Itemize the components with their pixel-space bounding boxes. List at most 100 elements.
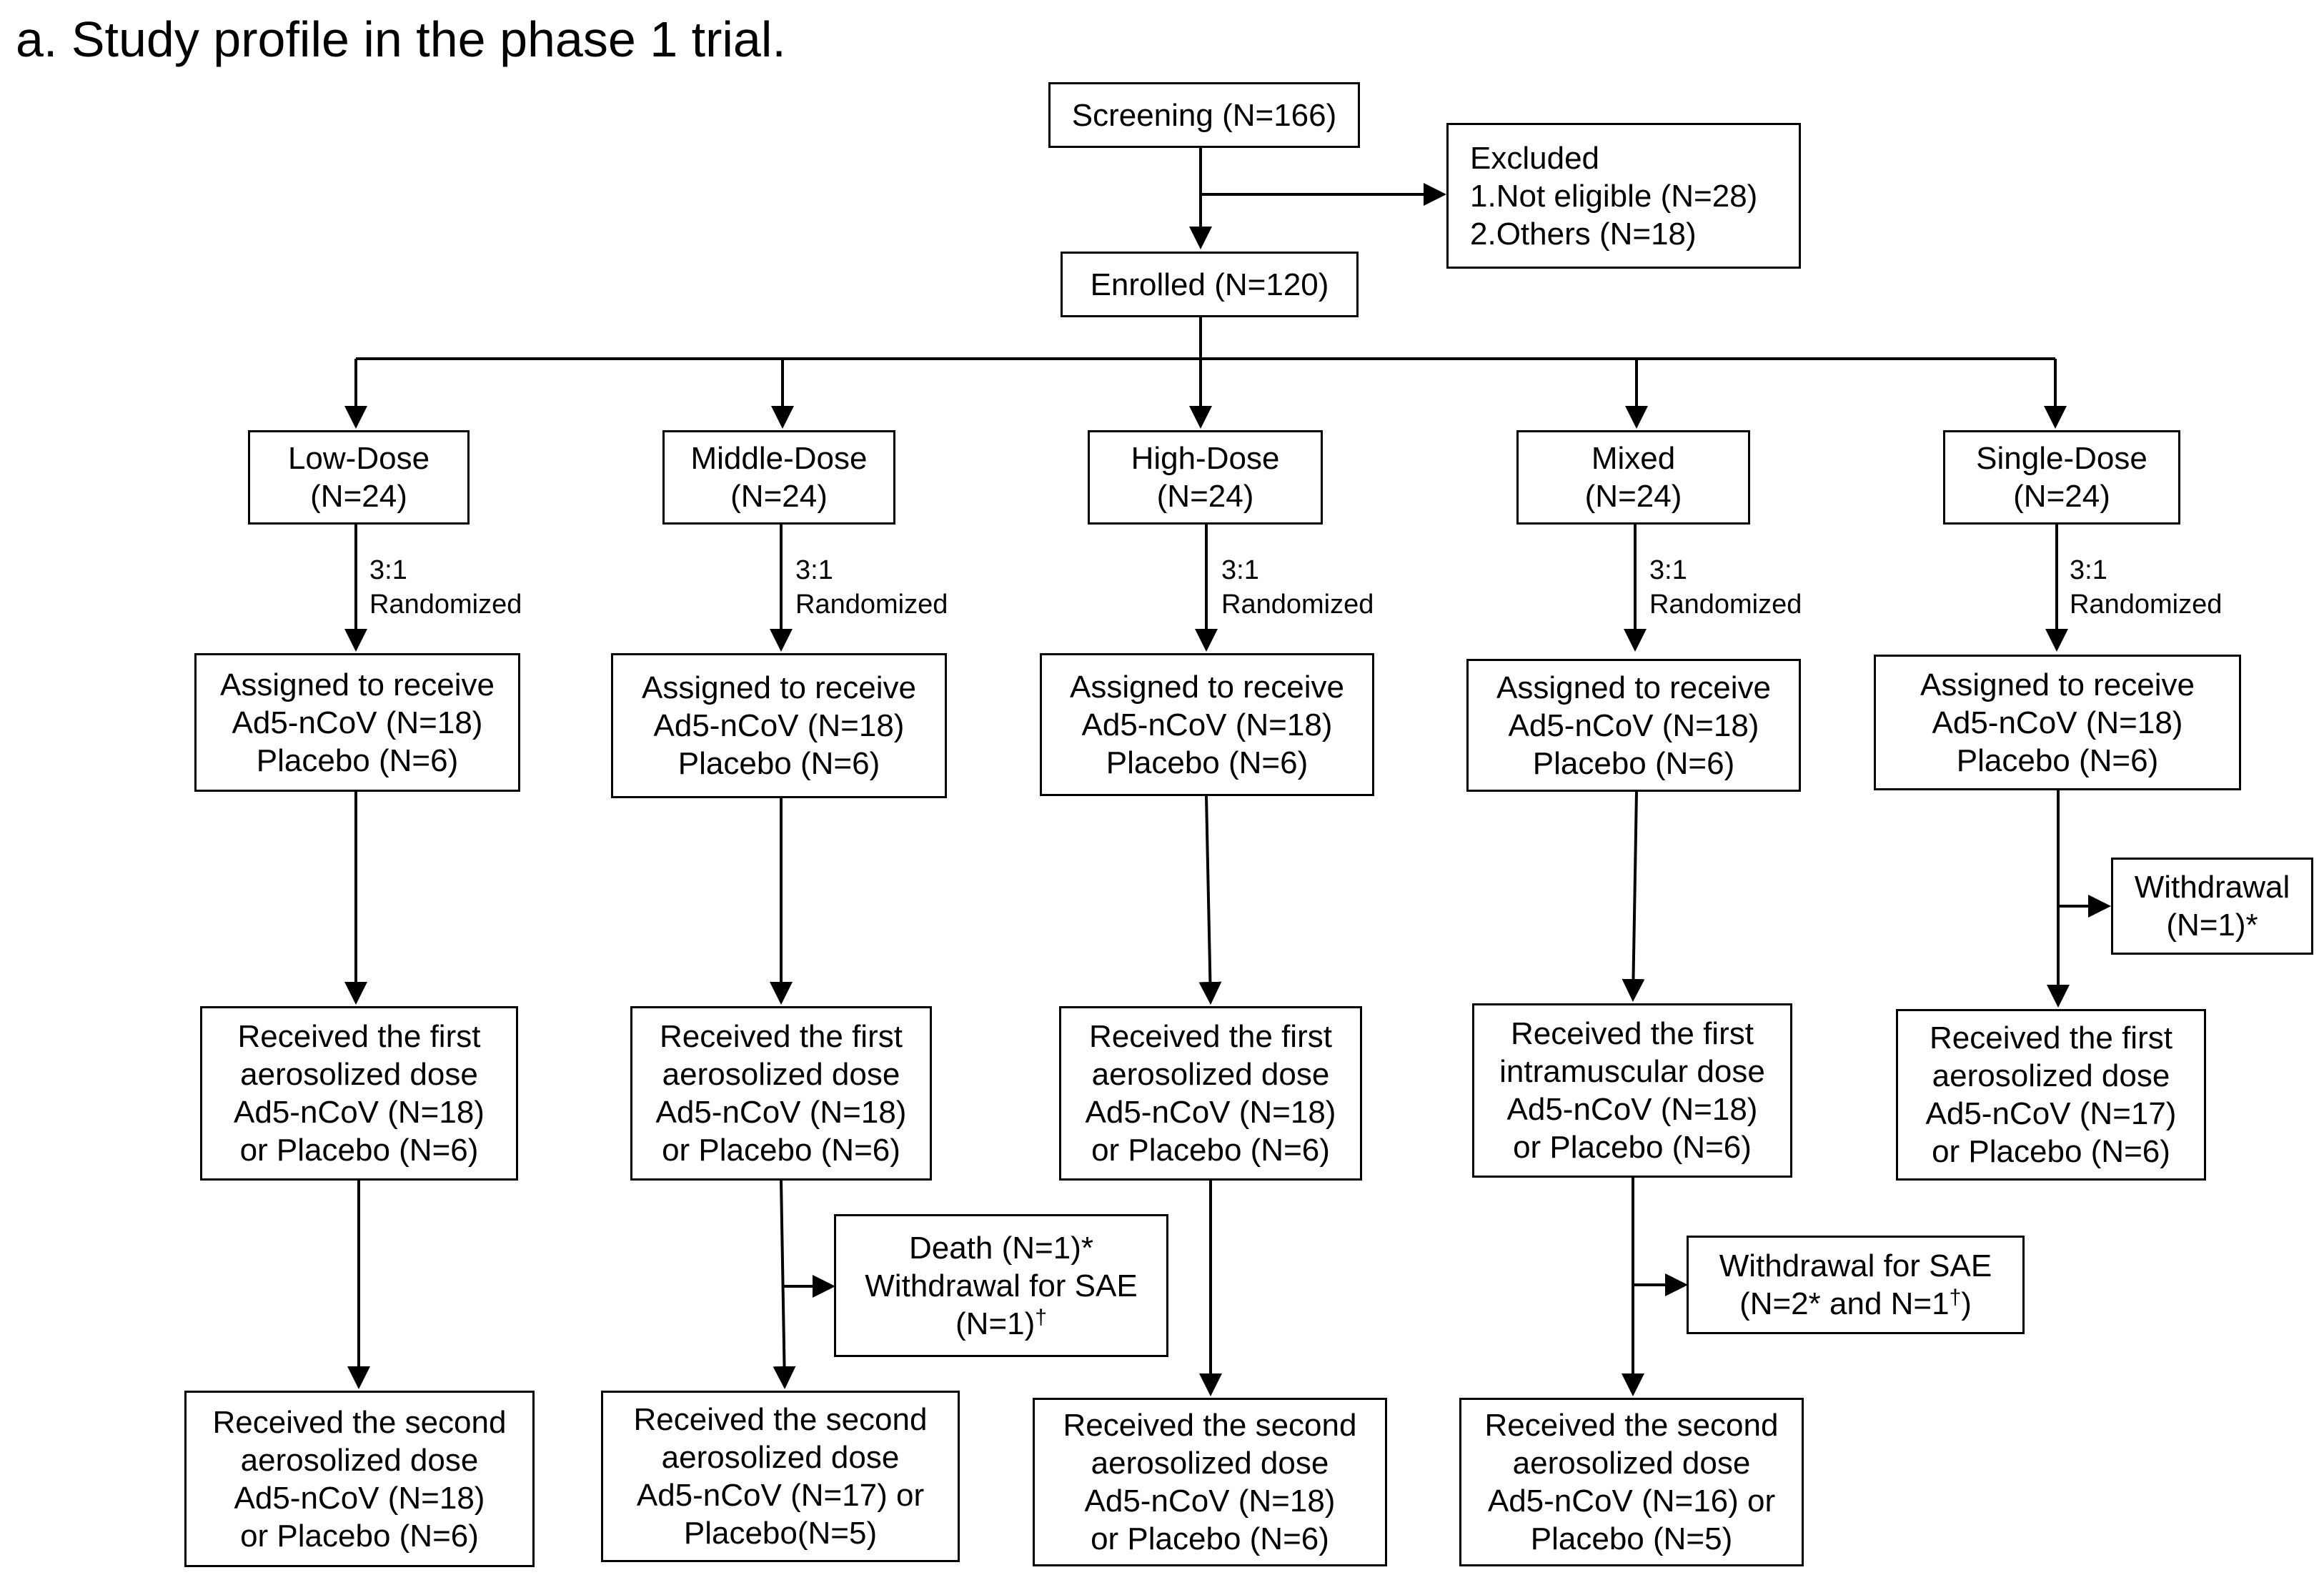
second-dose-line-2: aerosolized dose	[1512, 1446, 1751, 1481]
second-dose-vaccine: Ad5-nCoV (N=18)	[1084, 1484, 1336, 1519]
group-name: High-Dose	[1131, 441, 1280, 476]
enrolled-box: Enrolled (N=120)	[1061, 252, 1359, 317]
first-dose-box-middle-dose: Received the first aerosolized dose Ad5-…	[630, 1006, 932, 1181]
second-dose-line-1: Received the second	[1484, 1408, 1779, 1443]
randomization-text: Randomized	[795, 590, 948, 620]
assigned-placebo-count: Placebo (N=6)	[1532, 745, 1735, 781]
randomization-ratio: 3:1	[1649, 555, 1687, 585]
assigned-box-middle-dose: Assigned to receive Ad5-nCoV (N=18) Plac…	[611, 653, 947, 798]
first-dose-placebo: or Placebo (N=6)	[239, 1133, 479, 1168]
group-count: (N=24)	[2013, 479, 2110, 514]
randomization-label-middle: 3:1 Randomized	[795, 553, 948, 622]
assigned-box-single-dose: Assigned to receive Ad5-nCoV (N=18) Plac…	[1874, 655, 2241, 790]
group-name: Single-Dose	[1976, 441, 2147, 476]
second-dose-box-mixed: Received the second aerosolized dose Ad5…	[1459, 1398, 1804, 1566]
assigned-box-high-dose: Assigned to receive Ad5-nCoV (N=18) Plac…	[1040, 653, 1374, 796]
assigned-line: Assigned to receive	[642, 670, 916, 705]
dagger-mark: †	[1035, 1305, 1047, 1329]
group-box-mixed: Mixed (N=24)	[1516, 430, 1750, 525]
dropout-box-middle-dose: Death (N=1)* Withdrawal for SAE (N=1)†	[834, 1214, 1168, 1357]
screening-box: Screening (N=166)	[1048, 82, 1360, 148]
assigned-line: Assigned to receive	[1496, 670, 1771, 705]
group-box-single-dose: Single-Dose (N=24)	[1943, 430, 2180, 525]
withdrawal-label: Withdrawal	[2134, 870, 2290, 905]
first-dose-line-1: Received the first	[1089, 1019, 1332, 1054]
first-dose-vaccine: Ad5-nCoV (N=18)	[1085, 1095, 1336, 1130]
first-dose-placebo: or Placebo (N=6)	[662, 1133, 900, 1168]
assigned-placebo-count: Placebo (N=6)	[256, 742, 459, 778]
group-count: (N=24)	[1584, 479, 1682, 514]
assigned-box-low-dose: Assigned to receive Ad5-nCoV (N=18) Plac…	[194, 653, 520, 792]
group-name: Low-Dose	[287, 441, 430, 476]
second-dose-box-high-dose: Received the second aerosolized dose Ad5…	[1033, 1398, 1387, 1566]
second-dose-vaccine: Ad5-nCoV (N=18)	[234, 1480, 485, 1516]
randomization-ratio: 3:1	[1221, 555, 1259, 585]
withdrawal-count: (N=2* and N=1†)	[1739, 1285, 1972, 1323]
group-box-high-dose: High-Dose (N=24)	[1088, 430, 1323, 525]
withdrawal-count-pre: (N=2* and N=1	[1739, 1286, 1950, 1321]
dagger-mark: †	[1949, 1286, 1962, 1309]
arrow-high-first	[1198, 795, 1222, 1005]
screening-text: Screening (N=166)	[1071, 97, 1337, 133]
first-dose-line-1: Received the first	[660, 1019, 903, 1054]
second-dose-line-1: Received the second	[1063, 1408, 1357, 1443]
first-dose-line-2: aerosolized dose	[1091, 1057, 1330, 1092]
excluded-heading: Excluded	[1470, 140, 1600, 176]
group-count: (N=24)	[310, 479, 407, 514]
second-dose-placebo: Placebo(N=5)	[683, 1516, 878, 1551]
first-dose-box-high-dose: Received the first aerosolized dose Ad5-…	[1059, 1006, 1362, 1181]
randomization-text: Randomized	[2070, 590, 2223, 620]
withdrawal-count-post: )	[1961, 1286, 1972, 1321]
second-dose-line-2: aerosolized dose	[661, 1440, 900, 1475]
randomization-label-mixed: 3:1 Randomized	[1649, 553, 1802, 622]
randomization-text: Randomized	[1649, 590, 1802, 620]
first-dose-placebo: or Placebo (N=6)	[1091, 1133, 1330, 1168]
group-box-low-dose: Low-Dose (N=24)	[248, 430, 470, 525]
assigned-vaccine-count: Ad5-nCoV (N=18)	[1081, 707, 1333, 742]
assigned-line: Assigned to receive	[1920, 667, 2195, 702]
first-dose-vaccine: Ad5-nCoV (N=18)	[1506, 1092, 1758, 1127]
group-count: (N=24)	[1156, 479, 1254, 514]
assigned-line: Assigned to receive	[220, 667, 495, 702]
second-dose-box-middle-dose: Received the second aerosolized dose Ad5…	[601, 1391, 960, 1562]
first-dose-line-1: Received the first	[1930, 1020, 2172, 1055]
withdrawal-label: Withdrawal for SAE	[1719, 1248, 1992, 1283]
assigned-vaccine-count: Ad5-nCoV (N=18)	[232, 705, 483, 740]
dropout-box-mixed: Withdrawal for SAE (N=2* and N=1†)	[1687, 1236, 2025, 1334]
withdrawal-count: (N=1)*	[2166, 908, 2258, 943]
randomization-label-low: 3:1 Randomized	[369, 553, 522, 622]
second-dose-line-1: Received the second	[633, 1402, 928, 1437]
figure-title: a. Study profile in the phase 1 trial.	[16, 11, 786, 67]
arrow-mixed-first	[1622, 791, 1645, 1002]
randomization-text: Randomized	[369, 590, 522, 620]
first-dose-box-mixed: Received the first intramuscular dose Ad…	[1472, 1003, 1792, 1178]
assigned-placebo-count: Placebo (N=6)	[1106, 745, 1309, 780]
first-dose-placebo: or Placebo (N=6)	[1513, 1130, 1752, 1165]
second-dose-vaccine: Ad5-nCoV (N=16) or	[1487, 1484, 1776, 1519]
arrow-middle-second	[773, 1180, 796, 1389]
group-name: Middle-Dose	[690, 441, 868, 476]
second-dose-placebo: or Placebo (N=6)	[240, 1518, 479, 1554]
assigned-box-mixed: Assigned to receive Ad5-nCoV (N=18) Plac…	[1466, 659, 1801, 792]
first-dose-line-2: aerosolized dose	[662, 1057, 900, 1092]
assigned-placebo-count: Placebo (N=6)	[677, 746, 880, 781]
first-dose-line-2: aerosolized dose	[240, 1057, 478, 1092]
randomization-text: Randomized	[1221, 590, 1374, 620]
group-box-middle-dose: Middle-Dose (N=24)	[662, 430, 895, 525]
randomization-ratio: 3:1	[369, 555, 407, 585]
second-dose-vaccine: Ad5-nCoV (N=17) or	[636, 1478, 925, 1513]
assigned-vaccine-count: Ad5-nCoV (N=18)	[1932, 705, 2183, 740]
second-dose-line-1: Received the second	[212, 1404, 507, 1440]
group-name: Mixed	[1591, 441, 1676, 476]
excluded-box: Excluded 1.Not eligible (N=28) 2.Others …	[1446, 123, 1801, 269]
group-count: (N=24)	[730, 479, 828, 514]
second-dose-placebo: or Placebo (N=6)	[1091, 1521, 1329, 1556]
first-dose-box-low-dose: Received the first aerosolized dose Ad5-…	[200, 1006, 518, 1181]
withdrawal-count: (N=1)†	[955, 1305, 1047, 1343]
first-dose-line-1: Received the first	[237, 1019, 481, 1054]
second-dose-line-2: aerosolized dose	[1091, 1446, 1329, 1481]
first-dose-placebo: or Placebo (N=6)	[1932, 1134, 2170, 1169]
first-dose-line-2: intramuscular dose	[1499, 1054, 1765, 1089]
death-count: Death (N=1)*	[908, 1230, 1093, 1266]
